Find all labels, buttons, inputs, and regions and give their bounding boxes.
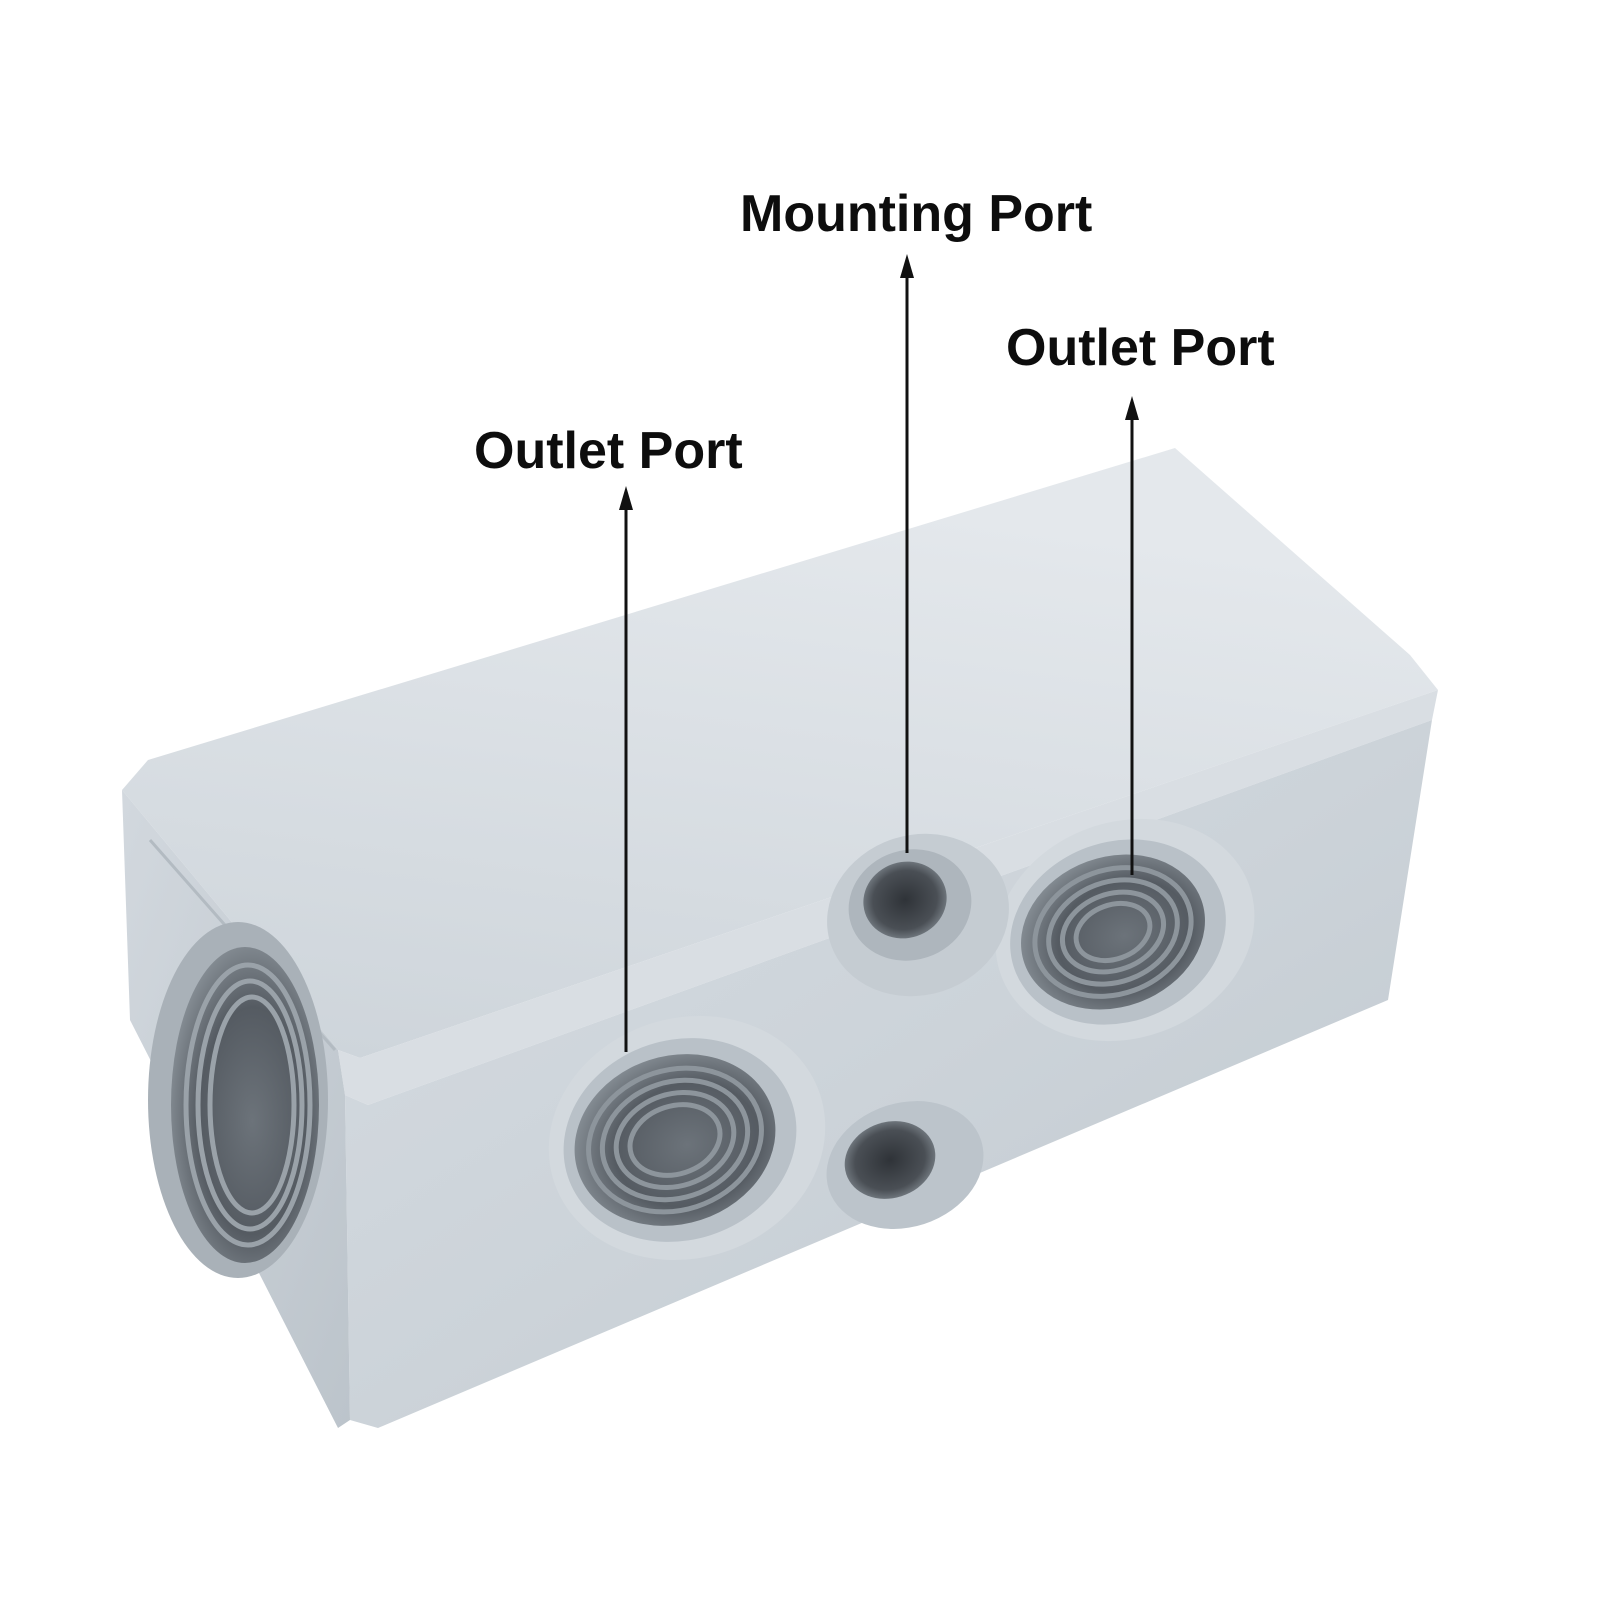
outlet-port-right <box>995 818 1255 1042</box>
arrow-outlet-port-left <box>619 486 633 1052</box>
arrow-outlet-port-right <box>1125 396 1139 875</box>
mounting-port-label: Mounting Port <box>740 185 1093 243</box>
block-top-face <box>122 448 1438 1058</box>
arrow-mounting-port <box>900 254 914 853</box>
outlet-port-right-label: Outlet Port <box>1006 319 1275 377</box>
outlet-port-left <box>548 1015 826 1261</box>
callout-arrows <box>619 254 1139 1052</box>
mounting-port-upper <box>827 833 1009 997</box>
end-threaded-port <box>148 922 328 1278</box>
outlet-port-left-label: Outlet Port <box>474 422 743 480</box>
mounting-port-lower <box>826 1101 984 1229</box>
